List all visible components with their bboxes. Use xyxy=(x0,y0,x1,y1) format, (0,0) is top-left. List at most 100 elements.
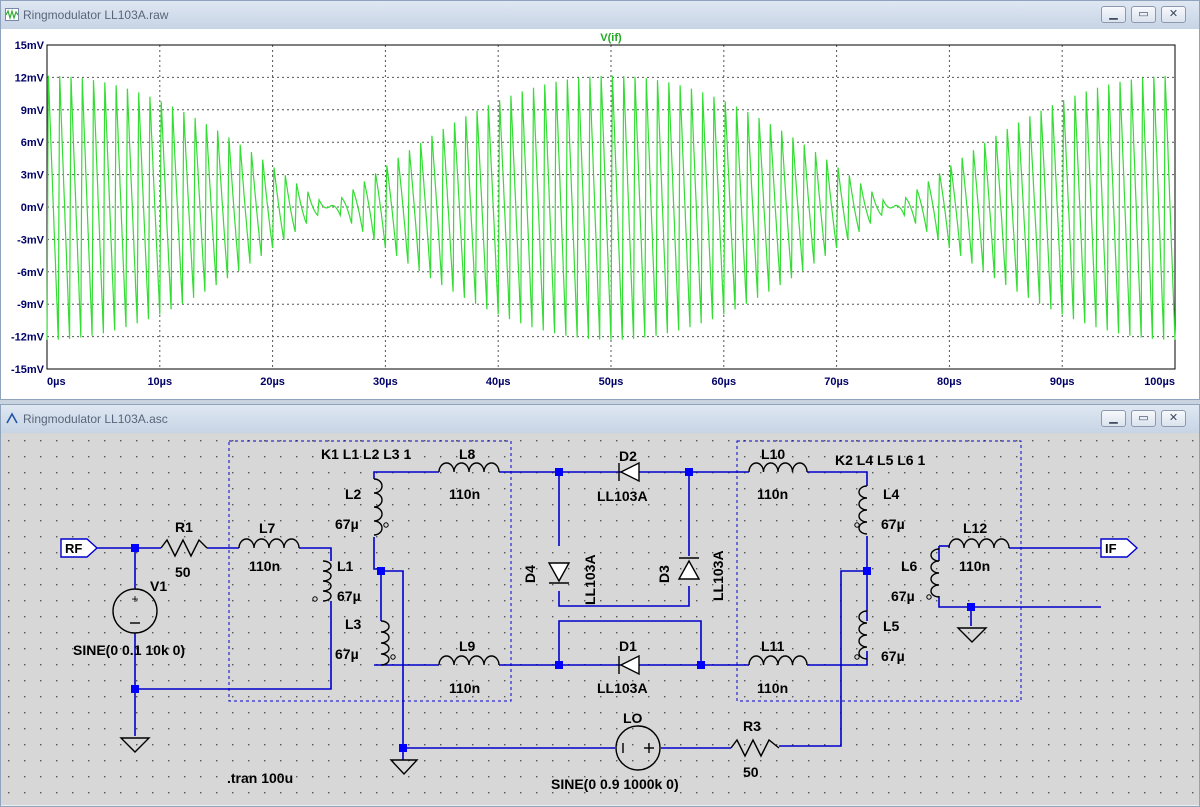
schematic-close-button[interactable]: ✕ xyxy=(1161,410,1186,427)
close-icon: ✕ xyxy=(1168,8,1179,20)
plus-icon: + xyxy=(131,592,138,606)
lo-label: LO xyxy=(623,710,643,726)
minimize-button[interactable]: ▁ xyxy=(1101,6,1126,23)
l5-coil xyxy=(858,610,868,660)
l2-value: 67µ xyxy=(335,516,359,532)
rf-port-label: RF xyxy=(65,541,82,556)
l10-coil xyxy=(748,462,808,473)
restore-button[interactable]: ▭ xyxy=(1131,6,1156,23)
l3-coil xyxy=(380,620,390,666)
diodes[interactable] xyxy=(547,461,701,676)
r1-label: R1 xyxy=(175,519,193,535)
trace-label[interactable]: V(if) xyxy=(600,32,622,44)
schematic-window-title: Ringmodulator LL103A.asc xyxy=(23,412,168,426)
lo-voltage-source[interactable] xyxy=(615,725,661,771)
close-button[interactable]: ✕ xyxy=(1161,6,1186,23)
y-tick-label: -9mV xyxy=(17,299,45,311)
y-tick-label: 3mV xyxy=(21,170,45,182)
l8-coil xyxy=(438,462,500,473)
if-port[interactable]: IF xyxy=(1100,538,1139,558)
schematic-titlebar[interactable]: Ringmodulator LL103A.asc ▁ ▭ ✕ xyxy=(1,405,1199,433)
x-tick-label: 90µs xyxy=(1050,376,1075,388)
l7-value: 110n xyxy=(249,558,280,574)
x-tick-label: 30µs xyxy=(373,376,398,388)
l7-label: L7 xyxy=(259,520,276,536)
waveform-plot[interactable]: V(if) 15mV12mV9mV6mV3mV0mV-3mV-6mV-9mV-1… xyxy=(1,29,1199,399)
r3-value: 50 xyxy=(743,764,759,780)
l11-label: L11 xyxy=(761,638,785,654)
l9-coil xyxy=(438,655,500,666)
k1-transformer-box xyxy=(228,440,512,702)
phase-dots xyxy=(312,522,932,660)
l10-label: L10 xyxy=(761,446,785,462)
component-labels: R1 50 V1 SINE(0 0.1 10k 0) L7 110n L1 67… xyxy=(73,446,990,792)
x-tick-label: 10µs xyxy=(147,376,172,388)
l4-coil xyxy=(858,485,868,535)
d3-diode xyxy=(677,559,701,580)
schematic-minimize-button[interactable]: ▁ xyxy=(1101,410,1126,427)
x-tick-label: 80µs xyxy=(937,376,962,388)
l11-coil xyxy=(748,655,808,666)
y-tick-label: -12mV xyxy=(11,332,45,344)
if-port-label: IF xyxy=(1105,541,1117,556)
k2-transformer-box xyxy=(736,440,1022,702)
d4-label: D4 xyxy=(522,565,538,583)
d4-value: LL103A xyxy=(582,554,598,605)
tran-directive: .tran 100u xyxy=(227,770,293,786)
r3-label: R3 xyxy=(743,718,761,734)
l4-value: 67µ xyxy=(881,516,905,532)
junction-dots xyxy=(131,468,975,752)
y-tick-label: 6mV xyxy=(21,137,45,149)
lo-value: SINE(0 0.9 1000k 0) xyxy=(551,776,679,792)
r1-value: 50 xyxy=(175,564,191,580)
x-tick-label: 100µs xyxy=(1144,376,1175,388)
l5-value: 67µ xyxy=(881,648,905,664)
schematic-grid xyxy=(1,433,1199,805)
r3-resistor[interactable] xyxy=(730,738,780,758)
d1-label: D1 xyxy=(619,638,637,654)
v1-value: SINE(0 0.1 10k 0) xyxy=(73,642,185,658)
v1-voltage-source[interactable]: + xyxy=(112,588,158,634)
l10-value: 110n xyxy=(757,486,788,502)
schematic-canvas[interactable]: RF IF + xyxy=(1,433,1199,805)
x-tick-label: 40µs xyxy=(486,376,511,388)
l11-value: 110n xyxy=(757,680,788,696)
plot-frame xyxy=(46,44,1176,370)
k2-directive: K2 L4 L5 L6 1 xyxy=(835,452,925,468)
y-tick-label: 12mV xyxy=(15,72,45,84)
v1-label: V1 xyxy=(150,578,167,594)
x-tick-label: 70µs xyxy=(824,376,849,388)
d2-diode xyxy=(619,461,640,483)
ground-symbols xyxy=(119,627,988,776)
schematic-restore-button[interactable]: ▭ xyxy=(1131,410,1156,427)
d1-diode xyxy=(619,654,640,676)
r1-resistor[interactable] xyxy=(160,538,208,558)
trace-v-if[interactable] xyxy=(46,75,1176,340)
l12-label: L12 xyxy=(963,520,987,536)
l12-coil xyxy=(948,538,1010,549)
l8-value: 110n xyxy=(449,486,480,502)
close-icon: ✕ xyxy=(1168,412,1179,424)
waveform-app-icon xyxy=(5,8,19,21)
inductor-coils[interactable] xyxy=(238,462,1010,666)
k1-directive: K1 L1 L2 L3 1 xyxy=(321,446,411,462)
l1-coil xyxy=(322,560,332,602)
x-tick-label: 0µs xyxy=(47,376,66,388)
l3-label: L3 xyxy=(345,616,362,632)
l12-value: 110n xyxy=(959,558,990,574)
y-axis-ticks: 15mV12mV9mV6mV3mV0mV-3mV-6mV-9mV-12mV-15… xyxy=(11,40,45,376)
rf-port[interactable]: RF xyxy=(60,538,99,558)
d3-value: LL103A xyxy=(710,550,726,601)
waveform-window: Ringmodulator LL103A.raw ▁ ▭ ✕ V(if) 15m… xyxy=(0,0,1200,400)
l5-label: L5 xyxy=(883,618,900,634)
d2-value: LL103A xyxy=(597,488,648,504)
restore-icon: ▭ xyxy=(1138,412,1149,424)
l9-label: L9 xyxy=(459,638,476,654)
d4-diode xyxy=(547,562,571,583)
y-tick-label: -3mV xyxy=(17,234,45,246)
waveform-titlebar[interactable]: Ringmodulator LL103A.raw ▁ ▭ ✕ xyxy=(1,1,1199,29)
l1-value: 67µ xyxy=(337,588,361,604)
d3-label: D3 xyxy=(656,565,672,583)
restore-icon: ▭ xyxy=(1138,8,1149,20)
